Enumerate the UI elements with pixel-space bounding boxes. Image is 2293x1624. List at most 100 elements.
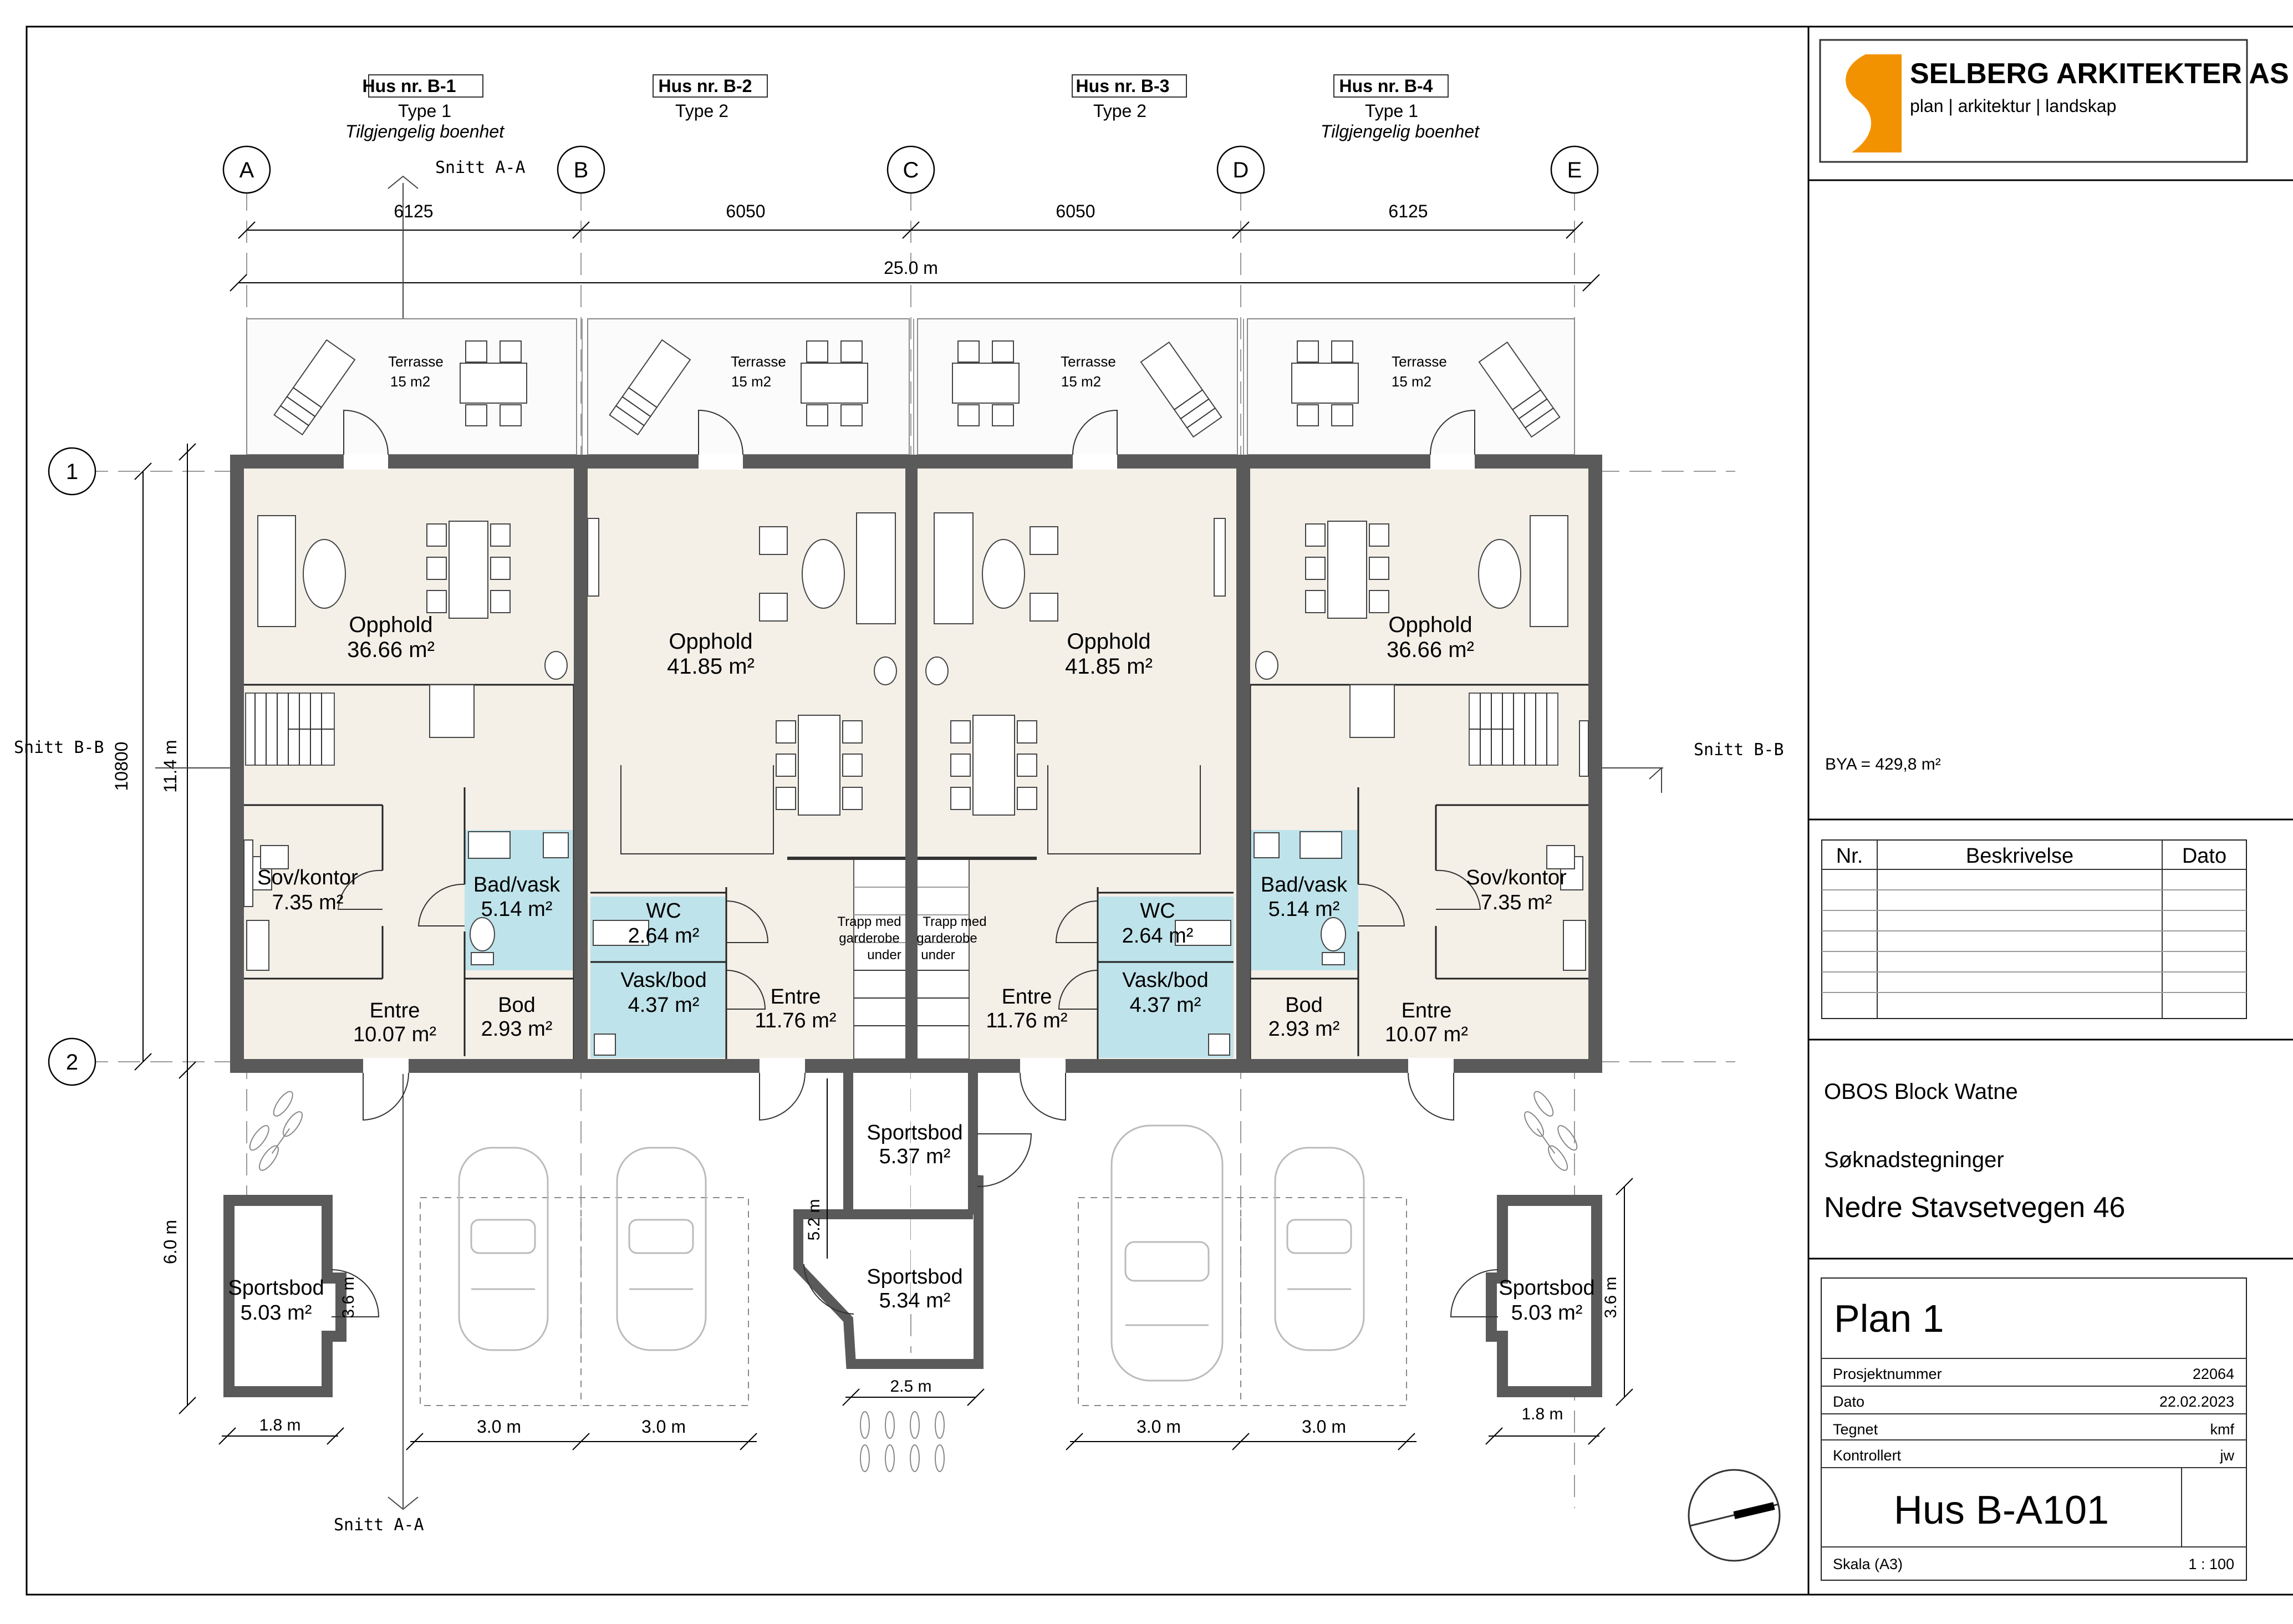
field-label-prosjektnummer: Prosjektnummer (1833, 1366, 1942, 1382)
svg-text:Tilgjengelig boenhet: Tilgjengelig boenhet (345, 121, 505, 141)
section-aa-top: Snitt A-A (435, 158, 526, 177)
svg-text:Type 2: Type 2 (1093, 101, 1146, 121)
svg-text:15 m2: 15 m2 (390, 373, 430, 390)
stair-note-left-3: under (867, 948, 901, 963)
field-label-kontrollert: Kontrollert (1833, 1447, 1902, 1464)
client-name: OBOS Block Watne (1824, 1080, 2018, 1104)
terrace-doors (343, 409, 1475, 470)
svg-text:Tilgjengelig boenhet: Tilgjengelig boenhet (1321, 121, 1480, 141)
room-area-wc-b3: 2.64 m² (1122, 924, 1194, 948)
patio-table-icon (1291, 340, 1359, 426)
stair-note-right-2: garderobe (916, 931, 977, 946)
room-name-opphold-b4: Opphold (1388, 613, 1472, 637)
svg-text:2.5 m: 2.5 m (890, 1377, 931, 1396)
stair-b4 (1469, 693, 1558, 766)
patio-table-icon (460, 340, 527, 426)
svg-text:Terrasse: Terrasse (1061, 353, 1116, 370)
svg-text:1.8 m: 1.8 m (1521, 1405, 1563, 1423)
furniture-b1 (246, 515, 569, 971)
terrace-b2: Terrasse 15 m2 (609, 339, 868, 436)
svg-text:15 m2: 15 m2 (731, 373, 771, 390)
room-name-wc-b2: WC (646, 899, 681, 923)
furniture-b4 (1253, 515, 1586, 971)
house-heading-b4: Hus nr. B-4 Type 1 Tilgjengelig boenhet (1321, 74, 1480, 141)
axis-bubble-d: D (1216, 145, 1265, 194)
sportsbod-right: Sportsbod 5.03 m² 3.6 m 1.8 m (1450, 1178, 1633, 1445)
dim-parking-1: 3.0 m (477, 1417, 521, 1437)
field-value-tegnet: kmf (2210, 1421, 2235, 1438)
dim-parking-3: 3.0 m (1137, 1417, 1181, 1437)
axis-bubble-b: B (557, 145, 605, 194)
room-area-sov-b1: 7.35 m² (272, 891, 344, 914)
svg-text:A: A (240, 158, 254, 182)
stair-note-left-2: garderobe (839, 931, 899, 946)
revision-table: Nr. Beskrivelse Dato (1821, 839, 2247, 1019)
room-name-vask-b3: Vask/bod (1122, 969, 1209, 992)
svg-text:Terrasse: Terrasse (1392, 353, 1447, 370)
room-area-opphold-b3: 41.85 m² (1065, 654, 1153, 679)
room-area-bod-b4: 2.93 m² (1268, 1017, 1340, 1041)
room-area-opphold-b1: 36.66 m² (347, 638, 435, 662)
room-area-wc-b2: 2.64 m² (628, 924, 700, 948)
axis-bubble-2: 2 (48, 1037, 96, 1086)
title-block: SELBERG ARKITEKTER AS plan | arkitektur … (1808, 39, 2293, 1581)
svg-text:5.37 m²: 5.37 m² (879, 1145, 951, 1168)
stair-note-right-3: under (921, 948, 955, 963)
top-dimension-chain: 6125 6050 6050 6125 25.0 m (230, 201, 1600, 292)
room-area-entre-b3: 11.76 m² (986, 1009, 1067, 1032)
dim-span-cd: 6050 (1056, 201, 1095, 221)
rev-header-dato: Dato (2182, 844, 2226, 868)
room-name-opphold-b3: Opphold (1067, 629, 1150, 654)
axis-bubble-c: C (886, 145, 935, 194)
room-area-sov-b4: 7.35 m² (1481, 891, 1552, 914)
field-label-tegnet: Tegnet (1833, 1421, 1878, 1438)
car-icon (616, 1147, 707, 1351)
field-value-kontrollert: jw (2220, 1447, 2235, 1464)
svg-text:2: 2 (66, 1050, 78, 1075)
scale-value: 1 : 100 (2188, 1556, 2234, 1572)
svg-text:5.2 m: 5.2 m (805, 1199, 823, 1240)
field-value-dato: 22.02.2023 (2159, 1393, 2234, 1410)
dim-total-width: 25.0 m (884, 258, 938, 278)
dim-outdoor-depth: 6.0 m (160, 1220, 180, 1264)
room-labels: Opphold 36.66 m² Opphold 41.85 m² Opphol… (257, 613, 1567, 1046)
bya-value: BYA = 429,8 m² (1825, 755, 1941, 773)
house-heading-b1: Hus nr. B-1 Type 1 Tilgjengelig boenhet (345, 74, 505, 141)
room-area-opphold-b2: 41.85 m² (667, 654, 755, 679)
rev-header-nr: Nr. (1836, 844, 1863, 868)
house-heading-b2: Hus nr. B-2 Type 2 (653, 74, 768, 121)
sportsbod-center: Sportsbod 5.37 m² Sportsbod 5.34 m² 5.2 … (793, 1073, 1032, 1406)
room-name-entre-b1: Entre (370, 999, 420, 1022)
company-logo (1831, 54, 1902, 152)
room-name-bod-b1: Bod (498, 994, 536, 1017)
interior-doors (337, 869, 1481, 1010)
sun-lounger-icon (273, 339, 356, 436)
svg-text:15 m2: 15 m2 (1061, 373, 1101, 390)
furniture-b2 (587, 512, 897, 1056)
field-label-dato: Dato (1833, 1393, 1864, 1410)
room-name-sov-b4: Sov/kontor (1466, 866, 1567, 889)
company-tagline: plan | arkitektur | landskap (1910, 96, 2116, 116)
drawing-number: Hus B-A101 (1894, 1488, 2109, 1533)
room-name-opphold-b1: Opphold (349, 613, 432, 637)
patio-table-icon (952, 340, 1020, 426)
room-name-bad-b4: Bad/vask (1261, 873, 1348, 897)
svg-text:5.03 m²: 5.03 m² (1511, 1301, 1583, 1325)
scale-label: Skala (A3) (1833, 1556, 1903, 1572)
svg-text:Hus nr. B-2: Hus nr. B-2 (659, 76, 752, 96)
stair-center (787, 857, 1037, 1060)
car-icon (1110, 1124, 1224, 1382)
svg-text:Hus nr. B-3: Hus nr. B-3 (1076, 76, 1170, 96)
axis-bubble-e: E (1550, 145, 1599, 194)
svg-text:Sportsbod: Sportsbod (867, 1121, 962, 1144)
svg-text:5.34 m²: 5.34 m² (879, 1289, 951, 1312)
svg-text:15 m2: 15 m2 (1392, 373, 1431, 390)
field-value-prosjektnummer: 22064 (2193, 1366, 2234, 1382)
terrace-b4: Terrasse 15 m2 (1291, 340, 1561, 438)
section-bb-right: Snitt B-B (1694, 740, 1784, 760)
sheet-border (26, 26, 2293, 1596)
phase-name: Søknadstegninger (1824, 1148, 2004, 1172)
room-area-bad-b1: 5.14 m² (481, 898, 553, 921)
svg-text:Terrasse: Terrasse (731, 353, 786, 370)
room-name-opphold-b2: Opphold (669, 629, 752, 654)
